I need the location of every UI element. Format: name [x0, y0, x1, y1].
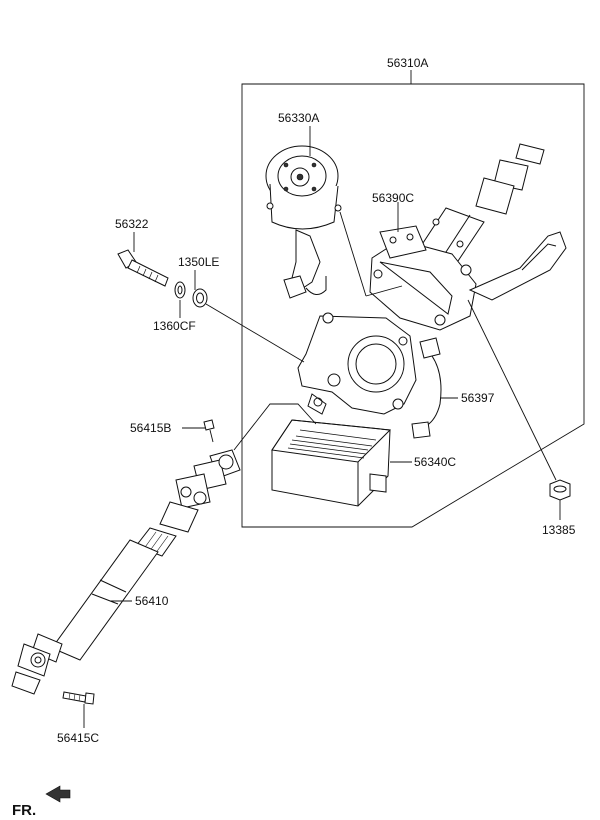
ecu-module — [271, 419, 392, 507]
sensor-harness — [411, 337, 442, 439]
label-56410: 56410 — [135, 594, 169, 608]
steering-column — [369, 143, 567, 331]
front-arrow-icon — [45, 785, 71, 803]
label-56340c: 56340C — [414, 455, 456, 469]
motor — [265, 145, 342, 299]
label-56415b: 56415B — [130, 421, 171, 435]
screw-upper — [203, 419, 215, 443]
label-56330a: 56330A — [278, 111, 319, 125]
label-1350le: 1350LE — [178, 255, 219, 269]
gear-housing — [297, 312, 417, 415]
label-56415c: 56415C — [57, 731, 99, 745]
assembly-boundary — [241, 83, 585, 528]
nut — [549, 479, 571, 501]
leader-lines — [83, 126, 561, 728]
intermediate-shaft — [11, 449, 241, 695]
washer-1360cf — [192, 288, 208, 308]
bolt — [117, 249, 169, 287]
label-1360cf: 1360CF — [153, 319, 196, 333]
washer-1350le — [174, 281, 186, 299]
label-56390c: 56390C — [372, 191, 414, 205]
label-56310a: 56310A — [387, 56, 428, 70]
label-13385: 13385 — [542, 523, 576, 537]
screw-lower — [62, 691, 95, 705]
label-56397: 56397 — [461, 391, 495, 405]
label-56322: 56322 — [115, 217, 149, 231]
front-direction-label: FR. — [12, 802, 36, 819]
